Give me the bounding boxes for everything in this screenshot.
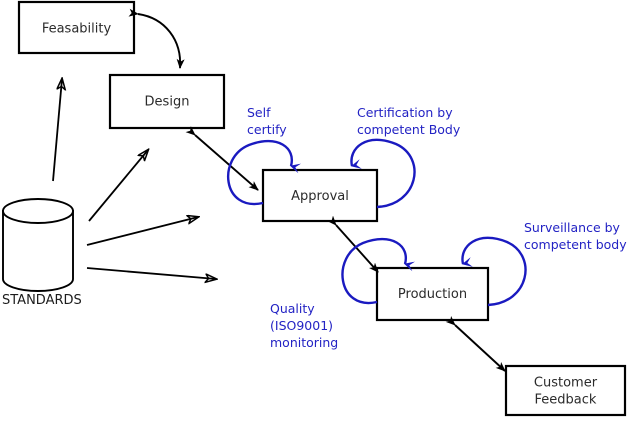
self-certify-line2: certify	[247, 122, 287, 137]
flow-standards-feasability[interactable]	[52, 79, 62, 182]
cylinder-body	[2, 210, 74, 292]
approval-right-loop-arc[interactable]	[350, 138, 416, 209]
approval-label: Approval	[291, 189, 349, 204]
self-certify-line1: Self	[247, 105, 271, 120]
flow-standards-design[interactable]	[88, 150, 148, 222]
production-box[interactable]	[375, 266, 490, 322]
design-box[interactable]	[108, 73, 226, 130]
customer-feedback-box[interactable]	[504, 364, 627, 417]
flow-standards-production[interactable]	[86, 267, 216, 279]
annotation-certification-competent-body: Certification by competent Body	[357, 105, 461, 137]
standards-approval-line[interactable]	[86, 217, 198, 246]
standards-label: STANDARDS	[2, 293, 82, 308]
surveillance-line1: Surveillance by	[524, 220, 621, 235]
production-label: Production	[398, 287, 467, 302]
annotation-surveillance-competent-body: Surveillance by competent body	[524, 220, 627, 252]
customer-feedback-label-line2: Feedback	[535, 393, 597, 408]
node-production[interactable]: Production	[375, 266, 490, 322]
data-store-standards[interactable]: STANDARDS	[2, 198, 82, 308]
approval-box[interactable]	[261, 168, 379, 223]
flow-design-approval[interactable]	[185, 126, 259, 191]
annotation-quality-monitoring: Quality (ISO9001) monitoring	[270, 301, 338, 350]
annotation-self-certify: Self certify	[247, 105, 287, 137]
flow-design-feasability[interactable]	[128, 8, 185, 69]
loop-production-quality[interactable]	[341, 237, 416, 305]
approval-left-loop-arc[interactable]	[227, 139, 302, 206]
surveillance-line2: competent body	[524, 237, 627, 252]
production-left-loop-arc[interactable]	[341, 237, 416, 305]
loop-approval-self-certify[interactable]	[227, 139, 302, 206]
design-feasability-curve[interactable]	[128, 8, 185, 69]
customer-feedback-label-line1: Customer	[534, 376, 598, 391]
loop-production-surveillance[interactable]	[461, 236, 527, 307]
node-customer-feedback[interactable]: Customer Feedback	[504, 364, 627, 417]
design-approval-line[interactable]	[185, 126, 259, 191]
quality-line1: Quality	[270, 301, 315, 316]
production-customer-feedback-line[interactable]	[445, 315, 506, 372]
node-approval[interactable]: Approval	[261, 168, 379, 223]
quality-line2: (ISO9001)	[270, 318, 333, 333]
certification-line2: competent Body	[357, 122, 461, 137]
cylinder-top	[2, 198, 74, 224]
certification-line1: Certification by	[357, 105, 453, 120]
approval-production-line[interactable]	[327, 215, 379, 273]
standards-feasability-line[interactable]	[52, 79, 62, 182]
production-right-loop-arc[interactable]	[461, 236, 527, 307]
standards-production-line[interactable]	[86, 267, 216, 279]
feasability-label: Feasability	[42, 22, 112, 37]
flow-standards-approval[interactable]	[86, 217, 198, 246]
node-design[interactable]: Design	[108, 73, 226, 130]
standards-design-line[interactable]	[88, 150, 148, 222]
node-feasability[interactable]: Feasability	[17, 0, 136, 55]
quality-line3: monitoring	[270, 335, 338, 350]
feasability-box[interactable]	[17, 0, 136, 55]
loop-approval-certification[interactable]	[350, 138, 416, 209]
flow-production-customer-feedback[interactable]	[445, 315, 506, 372]
design-label: Design	[145, 95, 190, 110]
flow-approval-production[interactable]	[327, 215, 379, 273]
